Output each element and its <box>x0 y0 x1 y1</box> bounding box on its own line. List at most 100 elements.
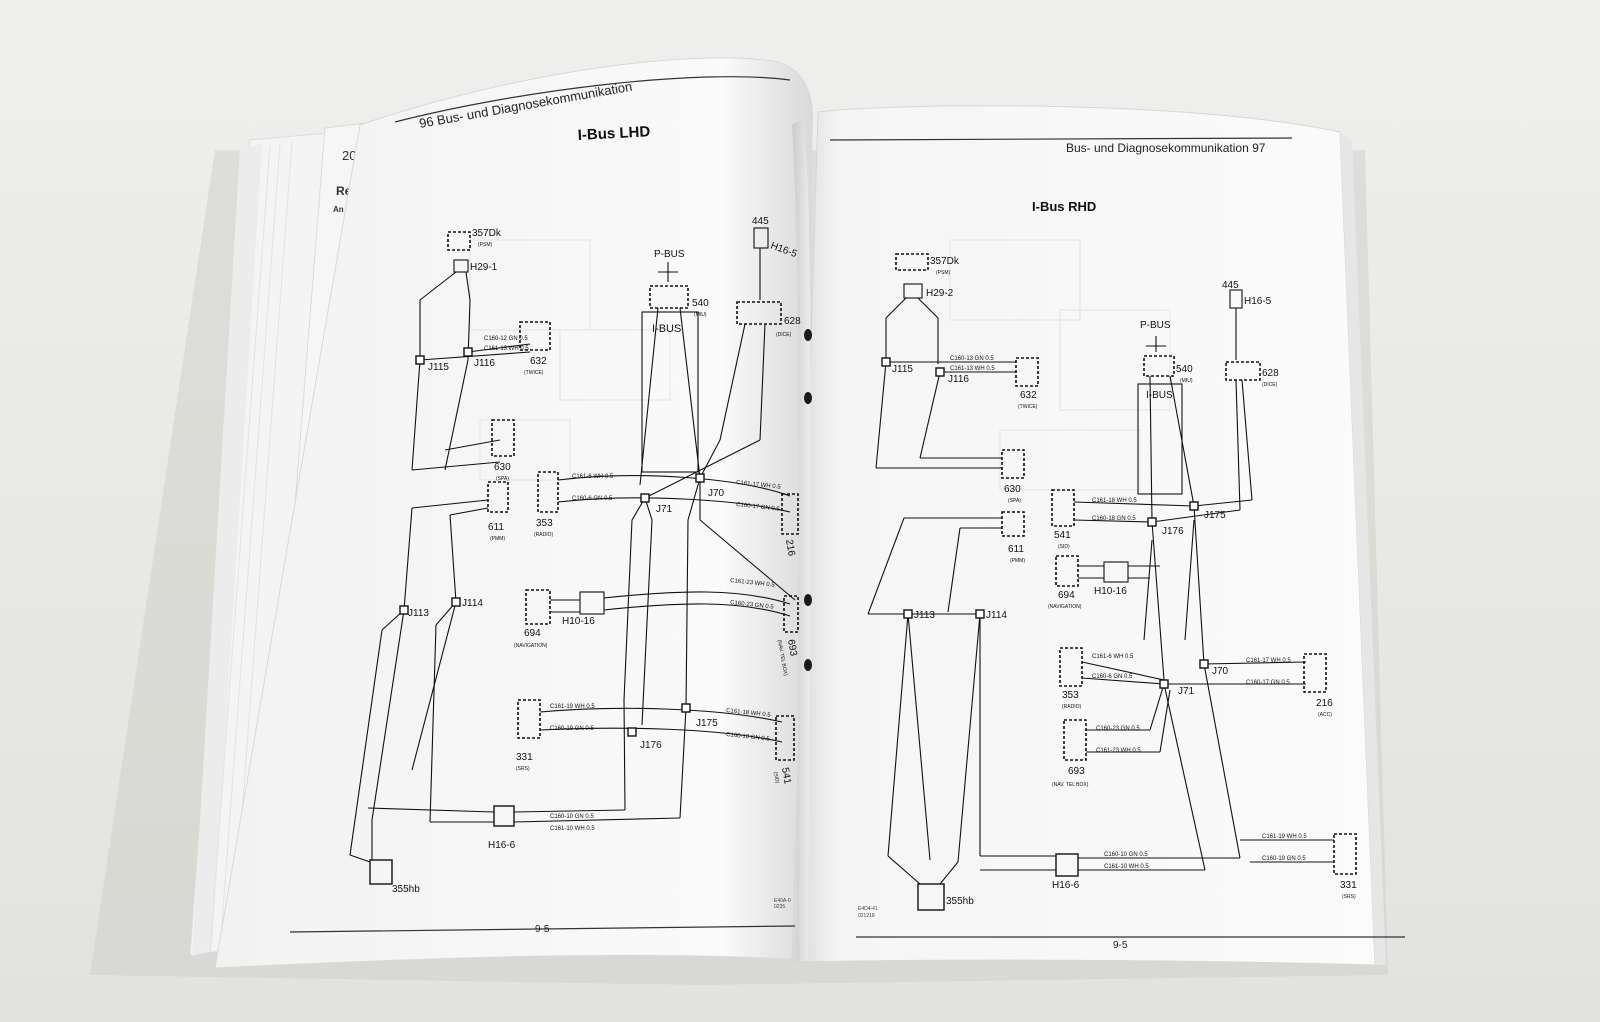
node-sub: (ACC) <box>1318 712 1332 718</box>
page-stack-left-inner <box>192 144 262 956</box>
junction-label: J116 <box>474 358 495 369</box>
node-label: 353 <box>536 518 553 529</box>
node-sub: (NAV. TEL BOX) <box>1052 782 1089 788</box>
svg-text:C161-13 WH 0.5: C161-13 WH 0.5 <box>950 366 995 372</box>
node-sub: (SPA) <box>1008 498 1021 504</box>
junction-label: J176 <box>1162 526 1184 537</box>
node-label: 353 <box>1062 690 1079 701</box>
node-sub: (NAVIGATION) <box>514 643 548 649</box>
node-sub: (NAVIGATION) <box>1048 604 1082 610</box>
junction-label: J114 <box>986 610 1007 621</box>
right-corner-code-2: 021218 <box>858 913 875 919</box>
junction-label: J70 <box>708 488 725 499</box>
junction-label: J116 <box>948 374 969 385</box>
svg-text:C160-19 GN 0.5: C160-19 GN 0.5 <box>1262 856 1306 862</box>
svg-text:C161-19 WH 0.5: C161-19 WH 0.5 <box>550 704 595 710</box>
svg-text:C161-23 WH 0.5: C161-23 WH 0.5 <box>730 578 776 589</box>
node-label: 628 <box>1262 368 1279 379</box>
svg-text:C160-13 GN 0.5: C160-13 GN 0.5 <box>950 356 994 362</box>
node-sub: (MIU) <box>694 312 707 318</box>
node-label: 630 <box>1004 484 1021 495</box>
node-label: I-BUS <box>1146 390 1173 401</box>
right-header-rule <box>829 137 1293 141</box>
node-label: 541 <box>779 767 793 786</box>
node-label: H29-2 <box>926 288 954 299</box>
back-page-subheading-fragment: An <box>333 205 344 214</box>
node-label: 694 <box>1058 590 1075 601</box>
node-label: H29-1 <box>470 262 498 273</box>
node-sub: (SRS) <box>1342 894 1356 900</box>
node-sub: (DICE) <box>1262 382 1278 388</box>
node-sub: (SRS) <box>516 766 530 772</box>
node-label: 693 <box>785 639 799 658</box>
node-label: 632 <box>530 356 547 367</box>
page-stack-right <box>1340 132 1386 965</box>
node-sub: (PMM) <box>490 536 505 542</box>
node-label: 611 <box>1008 544 1024 555</box>
svg-text:C161-6 WH 0.5: C161-6 WH 0.5 <box>572 474 614 480</box>
junction-label: J70 <box>1212 666 1229 677</box>
left-footer-rule <box>289 925 796 933</box>
junction-label: J71 <box>656 504 673 515</box>
svg-text:C161-6 WH 0.5: C161-6 WH 0.5 <box>1092 654 1134 660</box>
left-corner-code: E40A-0 <box>774 898 791 904</box>
node-label: 355hb <box>392 884 420 895</box>
node-sub: (DICE) <box>776 332 792 338</box>
node-label: 541 <box>1054 530 1071 541</box>
node-sub: (TWICE) <box>524 370 544 376</box>
left-header-rule <box>394 76 791 123</box>
node-label: I-BUS <box>652 323 681 335</box>
node-label: H16-5 <box>1244 296 1272 307</box>
junction-label: J176 <box>640 740 662 751</box>
node-label: H16-6 <box>1052 880 1080 891</box>
right-wiring-diagram <box>867 253 1357 911</box>
node-label: 630 <box>494 462 511 473</box>
right-page-header: Bus- und Diagnosekommunikation 97 <box>1066 141 1266 155</box>
right-junction-dots <box>881 357 1209 689</box>
junction-label: J175 <box>1204 510 1226 521</box>
svg-text:C161-10 WH 0.5: C161-10 WH 0.5 <box>1104 864 1149 870</box>
svg-text:C160-23 GN 0.5: C160-23 GN 0.5 <box>1096 726 1140 732</box>
node-label: 216 <box>1316 698 1333 709</box>
left-page-title: I-Bus LHD <box>577 123 650 144</box>
node-label: 611 <box>488 522 504 533</box>
binding-holes <box>804 329 812 671</box>
svg-text:C160-18 GN 0.5: C160-18 GN 0.5 <box>1092 516 1136 522</box>
left-page <box>214 57 814 969</box>
left-wire-labels: C161-6 WH 0.5 C160-6 GN 0.5 C161-17 WH 0… <box>484 336 782 832</box>
svg-text:C160-12 GN 0.5: C160-12 GN 0.5 <box>484 336 528 342</box>
node-label: 628 <box>784 316 801 327</box>
node-sub: (PMM) <box>1010 558 1025 564</box>
svg-text:C160-18 GN 0.5: C160-18 GN 0.5 <box>726 732 771 743</box>
svg-text:C160-17 GN 0.5: C160-17 GN 0.5 <box>1246 680 1290 686</box>
junction-label: J175 <box>696 718 718 729</box>
right-corner-code: E4D4-41 <box>858 906 878 912</box>
svg-text:C161-17 WH 0.5: C161-17 WH 0.5 <box>736 480 782 491</box>
junction-label: J71 <box>1178 686 1195 697</box>
svg-text:C160-17 GN 0.5: C160-17 GN 0.5 <box>736 502 781 513</box>
node-sub: (SPA) <box>496 476 509 482</box>
svg-text:C160-6 GN 0.5: C160-6 GN 0.5 <box>572 496 613 502</box>
node-sub: (RADIO) <box>1062 704 1082 710</box>
node-sub: (RADIO) <box>534 532 554 538</box>
svg-text:C160-19 GN 0.5: C160-19 GN 0.5 <box>550 726 594 732</box>
junction-label: J113 <box>914 610 935 621</box>
svg-text:C160-10 GN 0.5: C160-10 GN 0.5 <box>550 814 594 820</box>
left-page-footer: 9-5 <box>535 924 550 935</box>
svg-text:C160-6 GN 0.5: C160-6 GN 0.5 <box>1092 674 1133 680</box>
node-sub: (TWICE) <box>1018 404 1038 410</box>
node-sub: (PSM) <box>478 242 493 248</box>
left-junction-dots <box>399 347 705 737</box>
node-label: 694 <box>524 628 541 639</box>
junction-label: J115 <box>428 362 449 373</box>
node-label: P-BUS <box>654 249 685 260</box>
node-label: 331 <box>1340 880 1357 891</box>
left-wiring-diagram <box>349 227 799 885</box>
svg-text:C161-10 WH 0.5: C161-10 WH 0.5 <box>550 826 595 832</box>
right-labels: 357Dk (PSM) H29-2 445 H16-5 P-BUS 540 (M… <box>892 256 1357 907</box>
node-label: H10-16 <box>562 616 595 627</box>
node-label: 357Dk <box>472 228 502 239</box>
node-label: 693 <box>1068 766 1085 777</box>
node-label: 540 <box>692 298 709 309</box>
node-label: H10-16 <box>1094 586 1127 597</box>
